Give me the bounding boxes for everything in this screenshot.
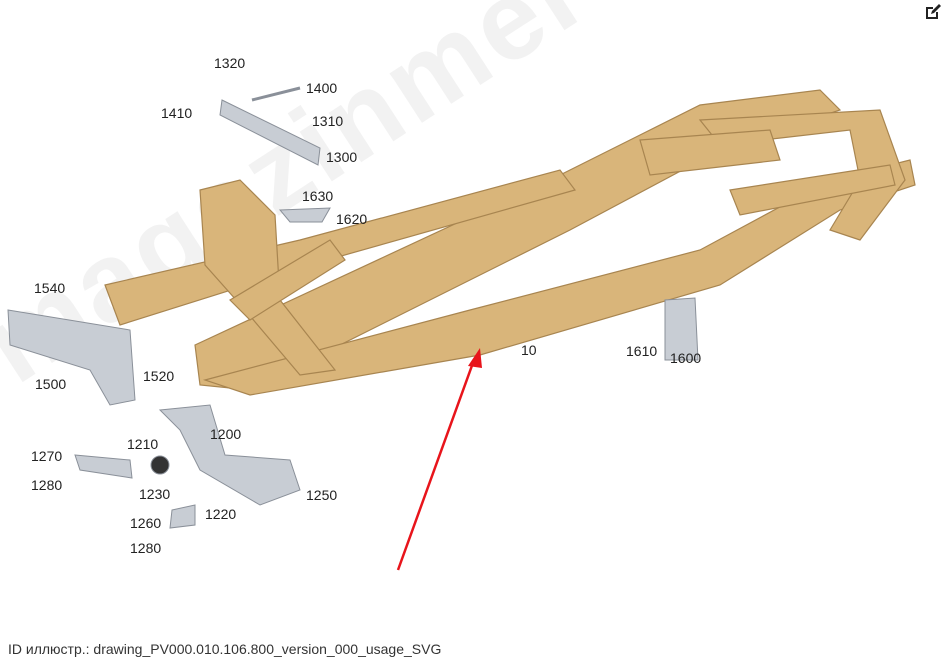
edit-icon[interactable] bbox=[924, 3, 942, 21]
part-label[interactable]: 1320 bbox=[214, 55, 246, 71]
part-label[interactable]: 1280 bbox=[31, 477, 63, 493]
part-label[interactable]: 1200 bbox=[210, 426, 242, 442]
part-label[interactable]: 1280 bbox=[130, 540, 162, 556]
part-label[interactable]: 1250 bbox=[306, 487, 338, 503]
part-label[interactable]: 1260 bbox=[130, 515, 162, 531]
part-label[interactable]: 1210 bbox=[127, 436, 159, 452]
pointer-arrowhead bbox=[468, 348, 482, 368]
part-label[interactable]: 1310 bbox=[312, 113, 344, 129]
part-label[interactable]: 1230 bbox=[139, 486, 171, 502]
illustration-id-text: ID иллюстр.: drawing_PV000.010.106.800_v… bbox=[8, 641, 442, 657]
small-parts bbox=[7, 86, 699, 529]
part-label[interactable]: 10 bbox=[521, 342, 537, 358]
part-label[interactable]: 1500 bbox=[35, 376, 67, 392]
part-label[interactable]: 1630 bbox=[302, 188, 334, 204]
part-label[interactable]: 1410 bbox=[161, 105, 193, 121]
pointer-arrow bbox=[396, 359, 476, 571]
part-label[interactable]: 1300 bbox=[326, 149, 358, 165]
part-label[interactable]: 1220 bbox=[205, 506, 237, 522]
part-label[interactable]: 1620 bbox=[336, 211, 368, 227]
part-label[interactable]: 1600 bbox=[670, 350, 702, 366]
chassis-frame bbox=[104, 89, 916, 396]
part-label[interactable]: 1540 bbox=[34, 280, 66, 296]
part-label[interactable]: 1610 bbox=[626, 343, 658, 359]
part-label[interactable]: 1400 bbox=[306, 80, 338, 96]
part-label[interactable]: 1520 bbox=[143, 368, 175, 384]
part-label[interactable]: 1270 bbox=[31, 448, 63, 464]
